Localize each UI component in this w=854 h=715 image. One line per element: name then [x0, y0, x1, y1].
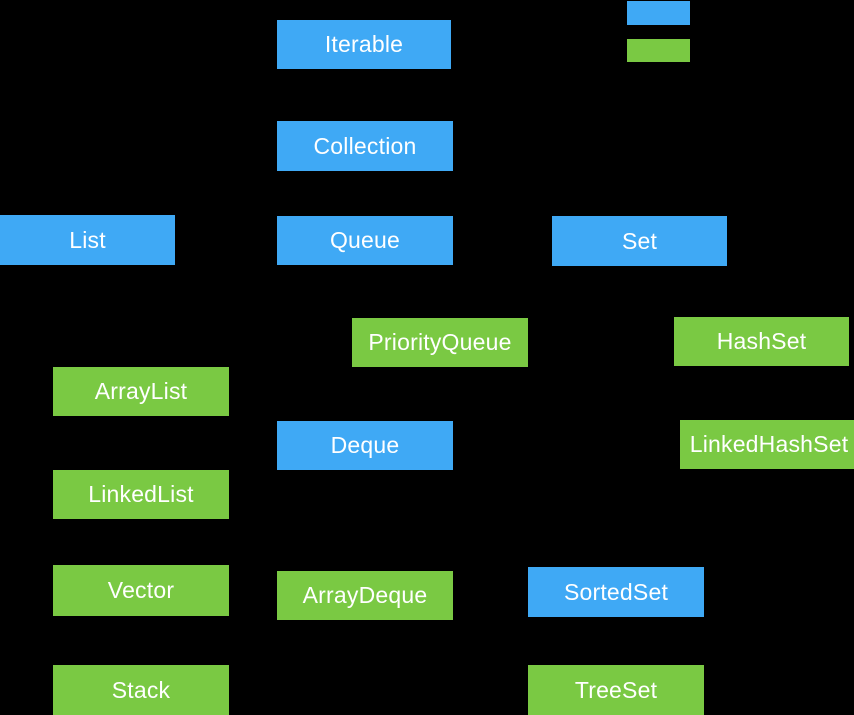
node-label: LinkedHashSet [689, 431, 849, 457]
node-label: Queue [329, 227, 401, 253]
node-hashset: HashSet [674, 317, 849, 366]
node-vector: Vector [53, 565, 229, 616]
node-collection: Collection [277, 121, 453, 171]
node-label: HashSet [716, 328, 807, 354]
node-arraydeque: ArrayDeque [277, 571, 453, 620]
node-list: List [0, 215, 175, 265]
node-label: SortedSet [563, 578, 669, 605]
node-label: Deque [330, 432, 400, 458]
node-label: Vector [107, 577, 175, 603]
node-stack: Stack [53, 665, 229, 715]
node-label: LinkedList [88, 481, 194, 507]
node-label: Stack [111, 676, 171, 703]
node-deque: Deque [277, 421, 453, 470]
node-queue: Queue [277, 216, 453, 265]
node-priorityqueue: PriorityQueue [352, 318, 528, 367]
node-set: Set [552, 216, 727, 266]
legend-interface-swatch [627, 1, 690, 25]
node-label: PriorityQueue [368, 329, 512, 355]
node-label: Collection [313, 132, 417, 159]
node-linkedhashset: LinkedHashSet [680, 420, 854, 469]
node-label: TreeSet [574, 676, 658, 703]
node-label: ArrayList [94, 378, 188, 404]
node-treeset: TreeSet [528, 665, 704, 715]
node-arraylist: ArrayList [53, 367, 229, 416]
legend-class-swatch [627, 39, 690, 62]
node-label: ArrayDeque [302, 582, 428, 608]
node-sortedset: SortedSet [528, 567, 704, 617]
node-label: Set [621, 227, 658, 254]
node-iterable: Iterable [277, 20, 451, 69]
node-label: List [69, 226, 106, 253]
node-label: Iterable [324, 31, 404, 57]
node-linkedlist: LinkedList [53, 470, 229, 519]
